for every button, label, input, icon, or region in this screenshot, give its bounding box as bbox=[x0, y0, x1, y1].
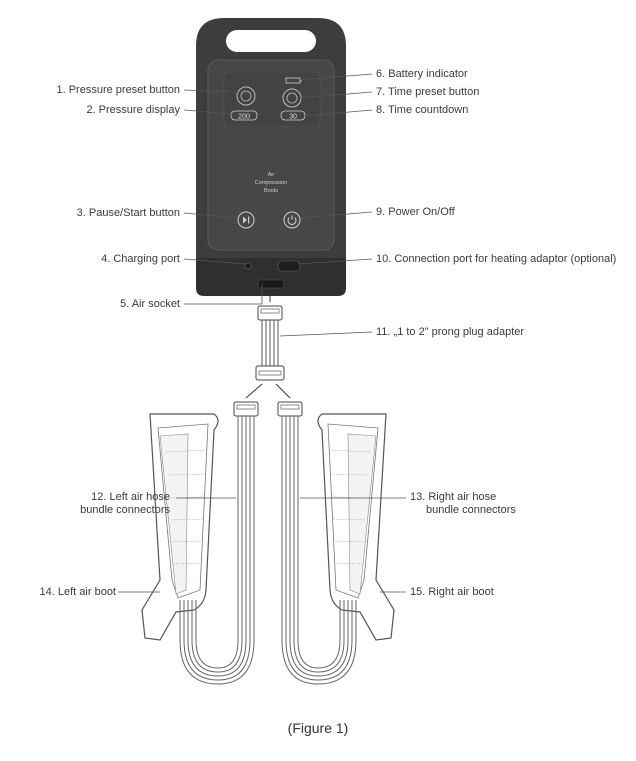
leader-5 bbox=[184, 284, 263, 305]
label-time-preset-button: 7. Time preset button bbox=[376, 86, 480, 98]
label-heating-connection-port: 10. Connection port for heating adaptor … bbox=[376, 253, 617, 265]
label-right-hose-line-1: 13. Right air hose bbox=[410, 491, 497, 503]
left-boot-inner bbox=[157, 423, 209, 599]
heating-connection-port bbox=[277, 260, 301, 272]
left-hose-connector-slot bbox=[236, 404, 256, 410]
time-countdown: 30 bbox=[289, 114, 297, 121]
leader-6 bbox=[297, 73, 373, 81]
adapter-bottom-connector-slot bbox=[258, 370, 282, 376]
air-socket bbox=[257, 279, 285, 289]
right-boot-bladder bbox=[347, 433, 377, 595]
label-right-air-boot: 15. Right air boot bbox=[410, 586, 494, 598]
prong-plug-adapter bbox=[245, 289, 291, 399]
pressure-dial-inner-icon bbox=[240, 90, 252, 102]
pressure-preset-button[interactable] bbox=[236, 86, 256, 106]
leader-7 bbox=[299, 91, 373, 99]
handle-opening bbox=[226, 30, 316, 52]
right-air-boot bbox=[317, 413, 395, 641]
time-display-frame bbox=[280, 110, 306, 121]
label-prong-plug-adapter: 11. „1 to 2" prong plug adapter bbox=[376, 326, 525, 338]
time-dial-inner-icon bbox=[286, 92, 298, 104]
play-pause-icon bbox=[243, 216, 247, 224]
power-icon bbox=[287, 217, 297, 225]
charging-port bbox=[244, 262, 252, 270]
label-time-countdown: 8. Time countdown bbox=[376, 104, 469, 116]
right-hose-connector-slot bbox=[280, 404, 300, 410]
left-connector-arrow bbox=[245, 383, 263, 399]
leader-2 bbox=[183, 109, 233, 115]
left-hose-bundle bbox=[179, 401, 259, 685]
battery-tip bbox=[300, 79, 302, 82]
label-power-on-off: 9. Power On/Off bbox=[376, 206, 455, 218]
label-pressure-preset-button: 1. Pressure preset button bbox=[56, 84, 180, 96]
screen-title-line-3: Boots bbox=[264, 188, 278, 194]
figure-caption: (Figure 1) bbox=[287, 720, 349, 736]
controller-unit: 200 30 Air Compression Boots bbox=[196, 18, 346, 296]
label-pressure-display: 2. Pressure display bbox=[86, 104, 180, 116]
leader-lines bbox=[118, 73, 406, 593]
leader-9 bbox=[299, 211, 373, 219]
leader-8 bbox=[303, 109, 373, 117]
screen-title-line-2: Compression bbox=[255, 180, 287, 186]
label-left-air-boot: 14. Left air boot bbox=[39, 586, 116, 598]
pause-bar-icon bbox=[248, 216, 250, 224]
label-pause-start-button: 3. Pause/Start button bbox=[76, 207, 180, 219]
leader-4 bbox=[183, 258, 247, 265]
leader-3 bbox=[183, 212, 239, 219]
pressure-display: 200 bbox=[238, 114, 250, 121]
display-area bbox=[223, 71, 321, 127]
label-right-hose-line-2: bundle connectors bbox=[426, 504, 516, 516]
leader-10 bbox=[297, 258, 373, 265]
label-charging-port: 4. Charging port bbox=[101, 253, 180, 265]
pause-start-button[interactable] bbox=[237, 211, 255, 229]
label-left-hose-line-2: bundle connectors bbox=[80, 504, 170, 516]
label-air-socket: 5. Air socket bbox=[120, 298, 180, 310]
label-left-hose-line-1: 12. Left air hose bbox=[91, 491, 170, 503]
controller-base bbox=[196, 258, 346, 296]
label-battery-indicator: 6. Battery indicator bbox=[376, 68, 468, 80]
right-boot-inner bbox=[327, 423, 379, 599]
right-hose-bundle bbox=[277, 401, 357, 685]
right-connector-arrow bbox=[275, 383, 291, 399]
socket-arrow-head bbox=[265, 289, 275, 297]
adapter-top-connector-slot bbox=[260, 308, 280, 314]
leader-1 bbox=[183, 89, 239, 93]
left-air-boot bbox=[141, 413, 219, 641]
power-button[interactable] bbox=[283, 211, 301, 229]
leader-11 bbox=[279, 331, 373, 337]
pressure-display-frame bbox=[230, 110, 258, 121]
left-boot-bladder bbox=[159, 433, 189, 595]
screen-title-line-1: Air bbox=[268, 172, 275, 178]
